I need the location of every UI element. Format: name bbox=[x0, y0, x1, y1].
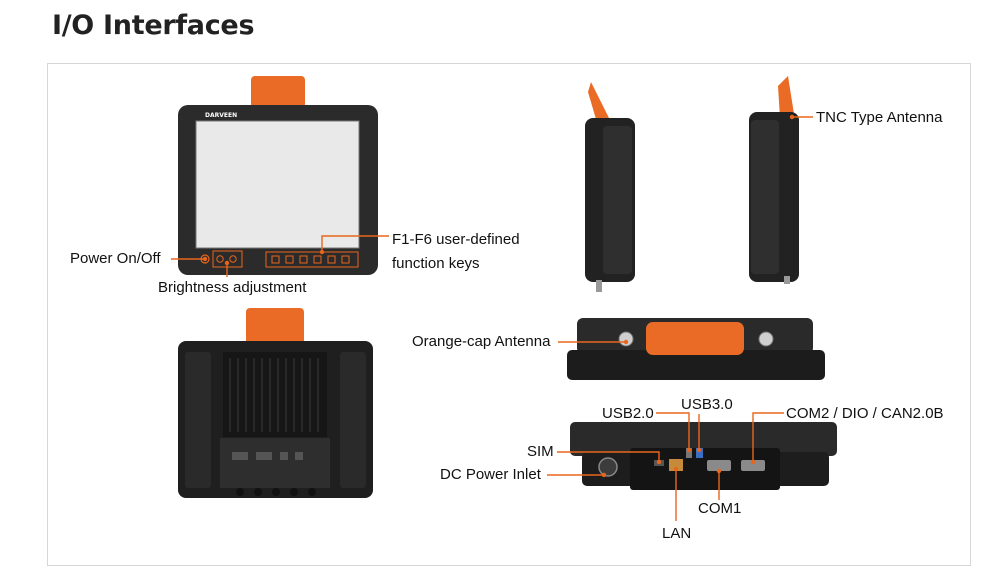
callout-power: Power On/Off bbox=[70, 250, 161, 267]
top-right-antenna-port bbox=[758, 331, 774, 347]
side-view-left bbox=[585, 82, 635, 292]
rear-connectors bbox=[236, 488, 316, 496]
callout-orange-cap-antenna: Orange-cap Antenna bbox=[412, 333, 551, 350]
front-view-device: DARVEEN bbox=[178, 76, 378, 275]
front-screen bbox=[195, 120, 360, 249]
brightness-up-button bbox=[229, 255, 237, 263]
callout-brightness: Brightness adjustment bbox=[158, 279, 307, 296]
side-left-panel bbox=[603, 126, 632, 274]
function-keys-group bbox=[265, 251, 359, 268]
callout-usb3: USB3.0 bbox=[681, 396, 733, 413]
brand-logo: DARVEEN bbox=[205, 112, 237, 119]
callout-fkeys-line2: function keys bbox=[392, 255, 480, 272]
com2-port bbox=[741, 460, 765, 471]
top-view-device bbox=[567, 318, 825, 380]
page-title: I/O Interfaces bbox=[52, 10, 255, 41]
rear-io-panel bbox=[220, 438, 330, 488]
side-right-foot bbox=[784, 276, 790, 284]
brightness-down-button bbox=[216, 255, 224, 263]
dc-power-inlet-port bbox=[598, 457, 618, 477]
rear-io-ports bbox=[232, 452, 303, 460]
callout-com1: COM1 bbox=[698, 500, 742, 517]
side-left-foot bbox=[596, 280, 602, 292]
rear-heatsink-fins bbox=[229, 358, 319, 432]
side-right-antenna bbox=[778, 76, 794, 118]
side-view-right bbox=[749, 76, 799, 284]
rear-view-device bbox=[178, 308, 373, 498]
usb2-port bbox=[686, 448, 692, 458]
bottom-port-block bbox=[630, 448, 780, 490]
callout-fkeys-line1: F1-F6 user-defined bbox=[392, 231, 520, 248]
rear-left-bracket bbox=[185, 352, 211, 488]
bottom-view-device bbox=[570, 422, 837, 490]
side-right-panel bbox=[751, 120, 779, 274]
callout-lan: LAN bbox=[662, 525, 692, 542]
top-orange-cap bbox=[646, 322, 744, 355]
callout-com2-dio-can: COM2 / DIO / CAN2.0B bbox=[786, 405, 944, 422]
usb3-port bbox=[696, 448, 703, 458]
com1-port bbox=[707, 460, 731, 471]
callout-sim: SIM bbox=[527, 443, 554, 460]
function-keys bbox=[271, 255, 350, 264]
rear-heatsink bbox=[223, 352, 327, 437]
callout-dc-power-inlet: DC Power Inlet bbox=[440, 466, 541, 483]
lan-port bbox=[669, 459, 683, 471]
callout-tnc-antenna: TNC Type Antenna bbox=[816, 109, 943, 126]
bottom-body bbox=[570, 422, 837, 456]
front-antenna-cap bbox=[251, 76, 305, 108]
side-left-antenna bbox=[588, 82, 611, 126]
top-base bbox=[567, 350, 825, 380]
callout-usb2: USB2.0 bbox=[602, 405, 654, 422]
rear-right-bracket bbox=[340, 352, 366, 488]
leader-lines bbox=[171, 114, 813, 521]
